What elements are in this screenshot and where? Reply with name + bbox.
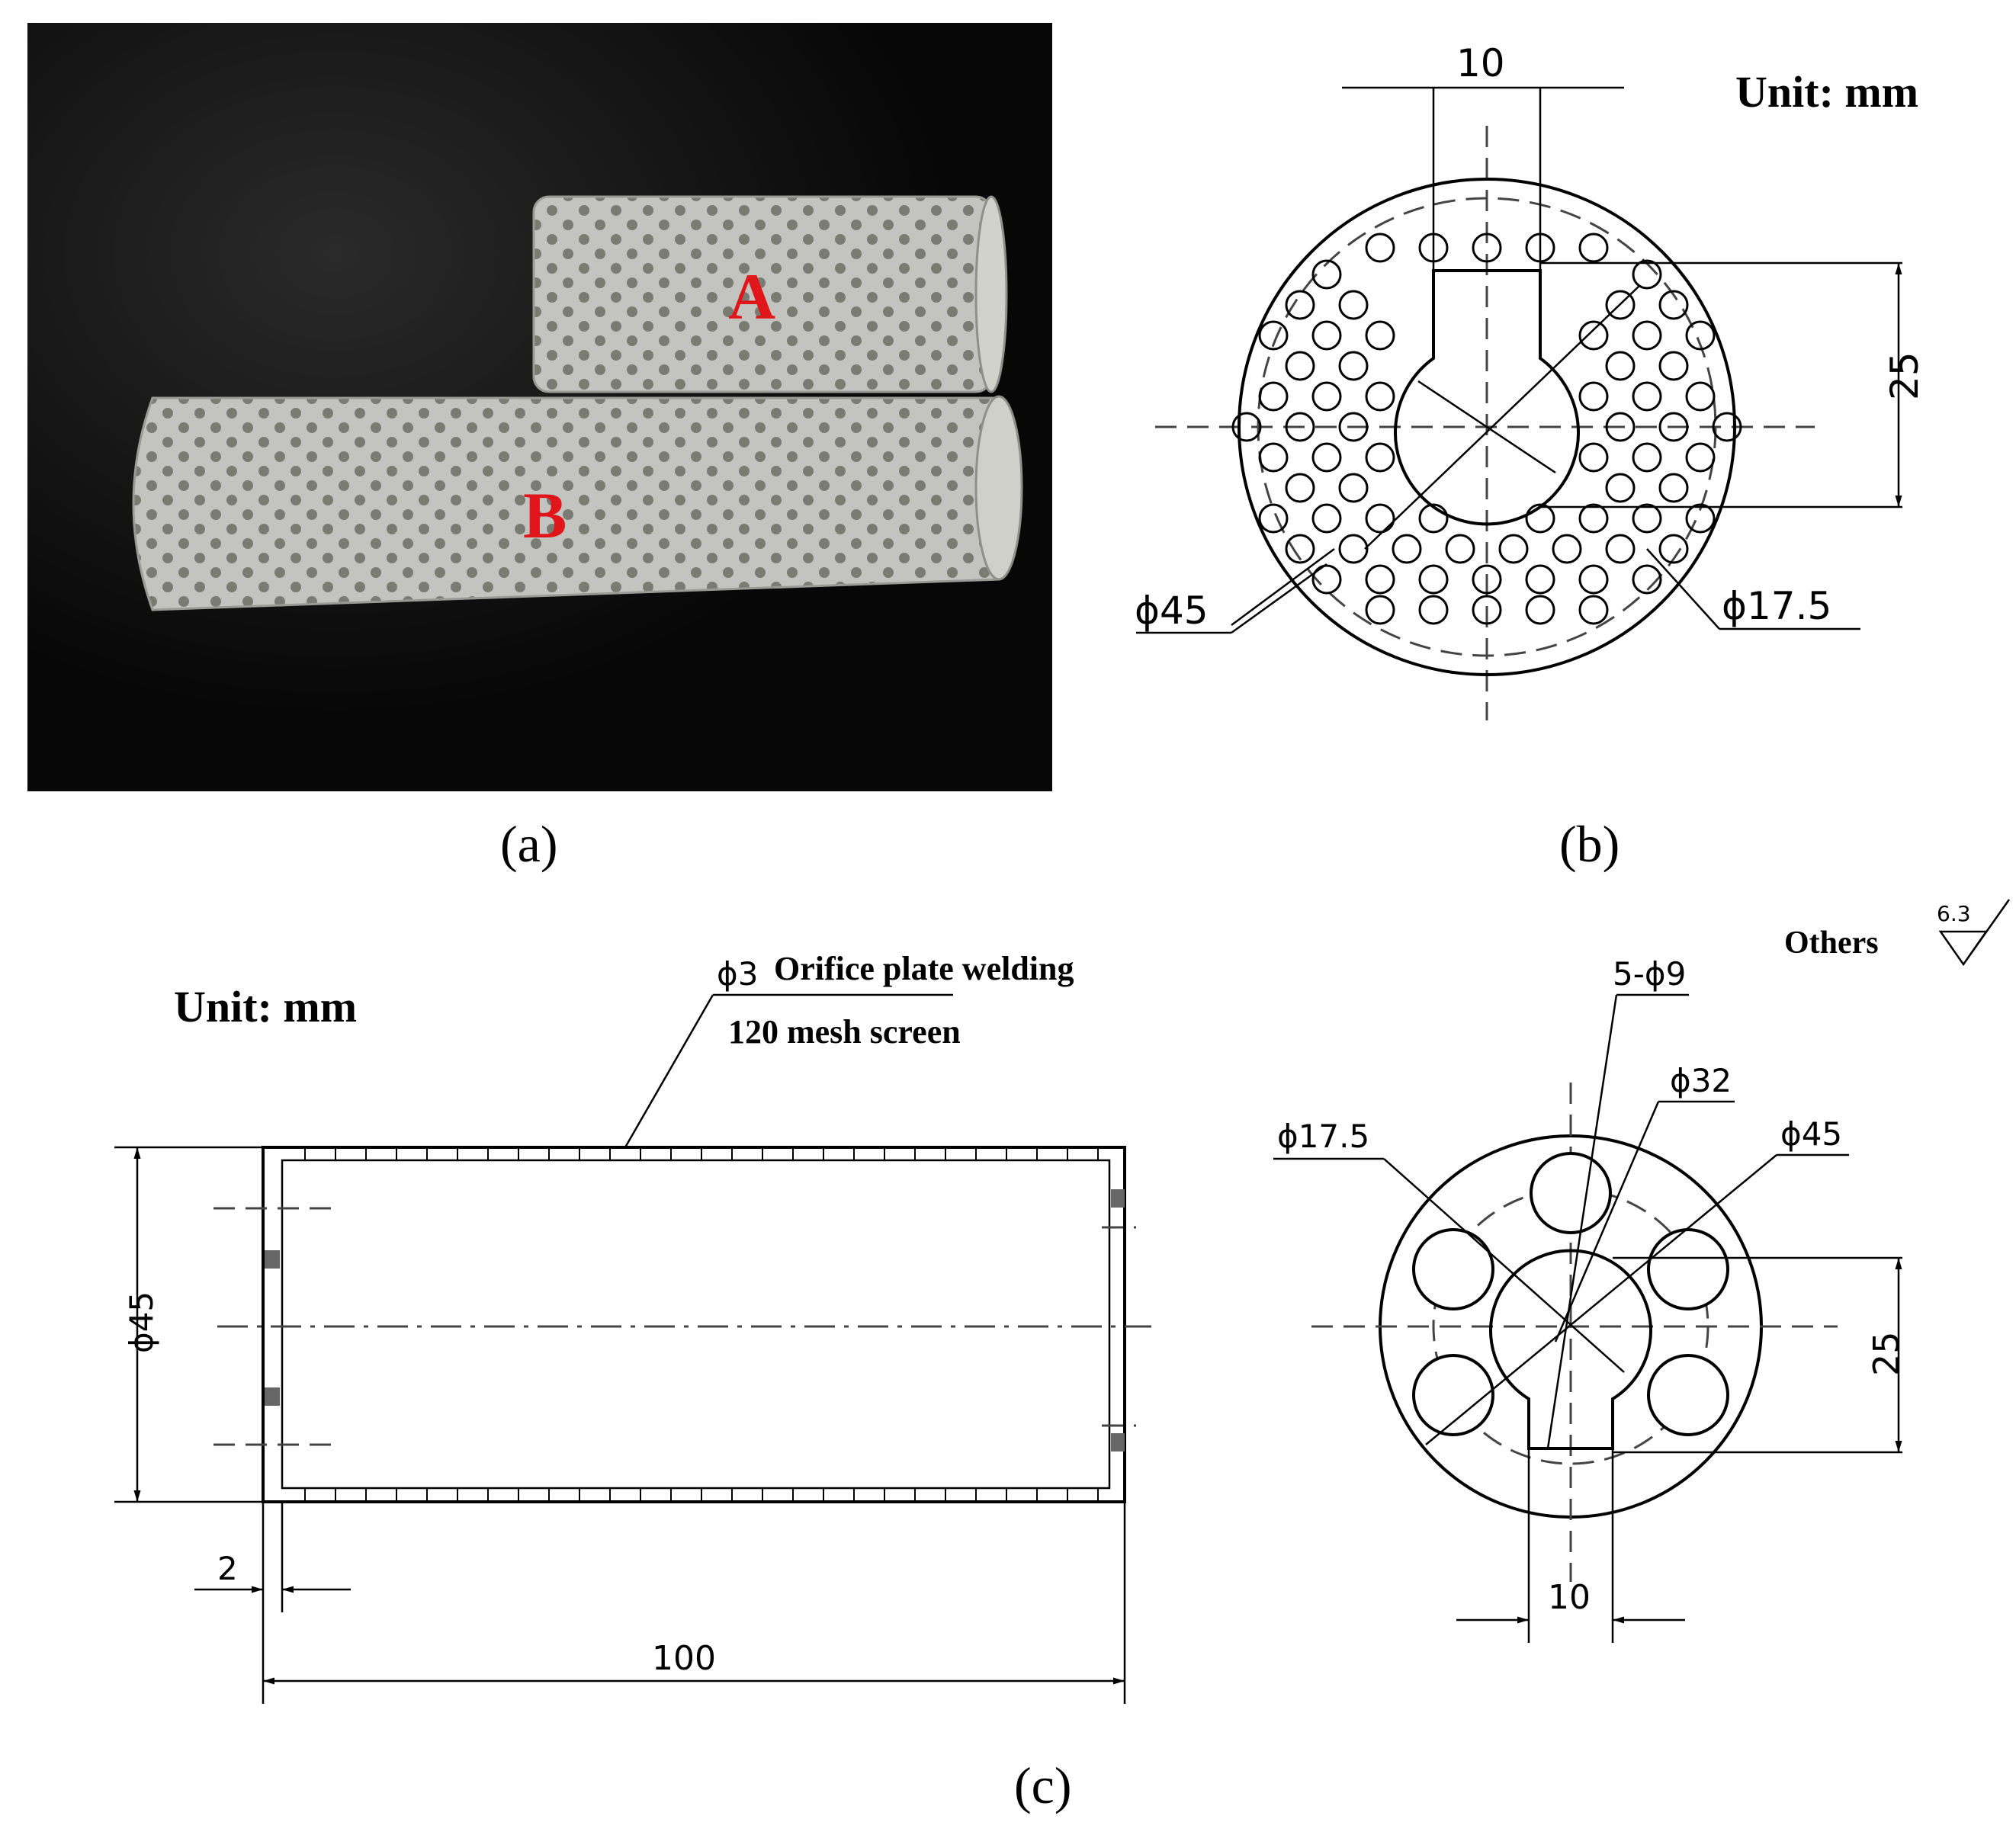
note-hole: ϕ3	[717, 955, 758, 993]
label-a: A	[728, 260, 775, 333]
note-mesh: 120 mesh screen	[728, 1013, 961, 1051]
dim-outer-b: ϕ45	[1135, 589, 1209, 633]
perforation-holes-b	[1231, 233, 1742, 625]
keyhole-opening-b	[1394, 269, 1580, 526]
dim-diameter-c: ϕ45	[123, 1291, 160, 1353]
dim-holes-c: 5-ϕ9	[1613, 955, 1686, 993]
panel-b: Unit: mm	[1135, 41, 1927, 873]
tube-b	[132, 395, 1023, 611]
dim-inner-b: ϕ17.5	[1722, 584, 1831, 628]
dim-right-c: 25	[1866, 1331, 1907, 1376]
label-b: B	[523, 479, 567, 552]
dim-length-c: 100	[652, 1639, 716, 1678]
dim-pitch-c: ϕ32	[1670, 1062, 1732, 1099]
panel-c: Unit: mm ϕ3 Orifice plate welding 120 me…	[114, 899, 2011, 1814]
dim-outer-c: ϕ45	[1780, 1115, 1842, 1153]
outer-circle-b	[1238, 178, 1736, 676]
dim-right-b: 25	[1883, 351, 1927, 400]
tube-a	[532, 195, 1008, 393]
dim-bottom-c: 10	[1548, 1578, 1591, 1617]
unit-label-b: Unit: mm	[1735, 67, 1918, 117]
caption-a: (a)	[500, 815, 557, 873]
perforation-ticks	[304, 1147, 1099, 1502]
surface-value: 6.3	[1937, 901, 1971, 926]
caption-c: (c)	[1014, 1756, 1071, 1814]
dim-wall-c: 2	[217, 1550, 238, 1587]
dim-inner-c: ϕ17.5	[1277, 1118, 1369, 1155]
surface-note: Others	[1784, 925, 1879, 961]
tube-side-view	[262, 1146, 1126, 1503]
keyhole-opening-c	[1489, 1249, 1652, 1450]
caption-b: (b)	[1559, 815, 1620, 873]
panel-a: A B (a)	[27, 23, 1052, 873]
bolt-holes-c	[1412, 1152, 1729, 1436]
unit-label-c: Unit: mm	[174, 982, 357, 1031]
roughness-symbol	[1938, 899, 2011, 967]
note-welding: Orifice plate welding	[774, 950, 1074, 987]
dim-top-b: 10	[1456, 41, 1505, 85]
